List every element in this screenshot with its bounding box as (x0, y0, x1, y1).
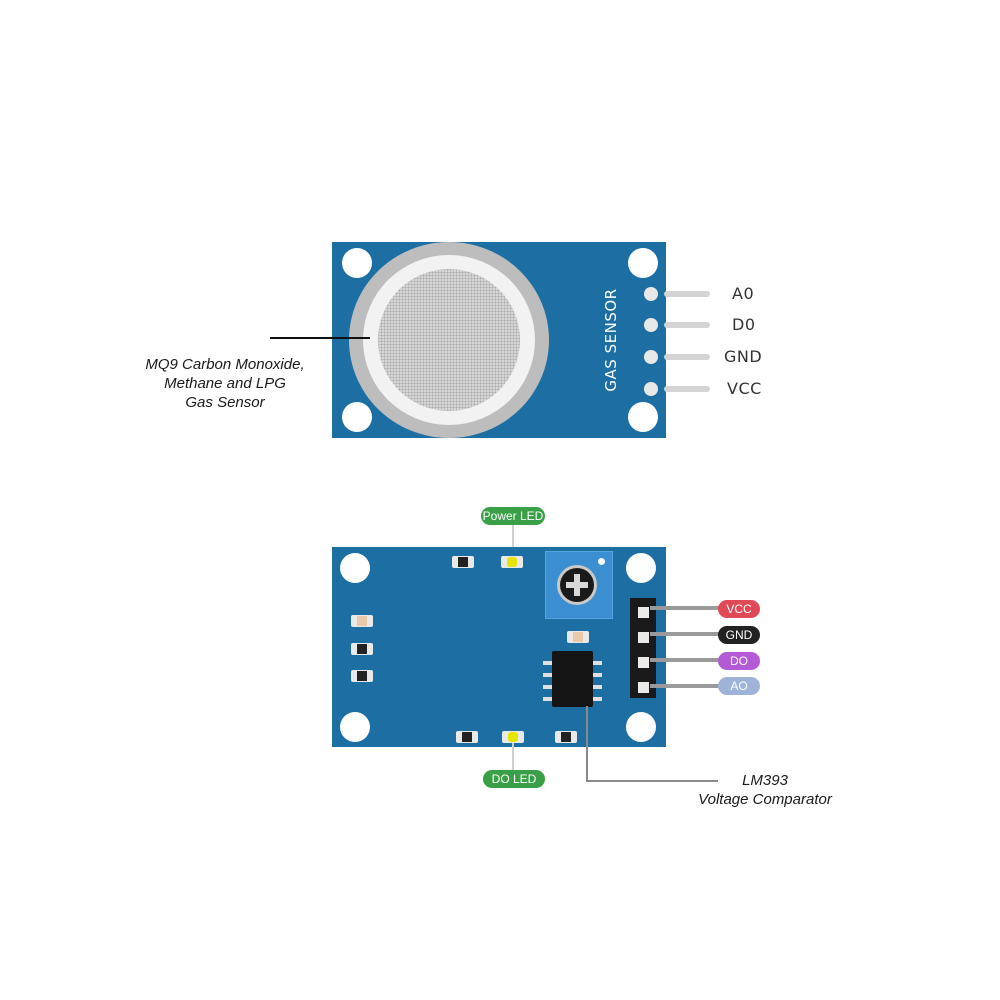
mounting-hole (342, 248, 372, 278)
pin-gnd-lead (650, 632, 722, 636)
power-led (501, 556, 523, 568)
header-pin (638, 682, 649, 693)
chip-callout-text: LM393 Voltage Comparator (690, 771, 840, 809)
potentiometer-slot-v (574, 574, 580, 596)
chip-pin (543, 685, 552, 689)
mounting-hole (342, 402, 372, 432)
pin-do-tag: DO (718, 652, 760, 670)
mounting-hole (340, 553, 370, 583)
sensor-can (349, 242, 549, 438)
smd-capacitor (351, 615, 373, 627)
mounting-hole (626, 712, 656, 742)
power-led-leader (512, 525, 514, 557)
pin-gnd-tag: GND (718, 626, 760, 644)
pin-ao-lead (650, 684, 722, 688)
header-pin (638, 632, 649, 643)
pin-vcc (644, 382, 658, 396)
smd-resistor (351, 643, 373, 655)
pin-header (630, 598, 656, 698)
chip-pin (543, 697, 552, 701)
mounting-hole (628, 402, 658, 432)
header-pin (638, 607, 649, 618)
sensor-callout-line-1: MQ9 Carbon Monoxide, (145, 356, 305, 373)
lm393-chip (552, 651, 593, 707)
pin-gnd-lead (664, 354, 710, 360)
pin-do-lead (650, 658, 722, 662)
sensor-callout-line-3: Gas Sensor (185, 394, 265, 411)
smd-resistor (452, 556, 474, 568)
potentiometer-corner-dot (598, 558, 605, 565)
pin-d0-label: D0 (732, 315, 756, 334)
pin-d0-lead (664, 322, 710, 328)
gas-sensor-board-back (332, 547, 666, 747)
chip-callout-horizontal (586, 780, 718, 782)
sensor-can-inner-ring (363, 255, 535, 425)
pin-gnd-label: GND (724, 347, 763, 366)
mounting-hole (626, 553, 656, 583)
sensor-callout-line-2: Methane and LPG (164, 375, 286, 392)
chip-callout-line-2: Voltage Comparator (698, 791, 832, 808)
chip-pin (543, 673, 552, 677)
pin-vcc-tag: VCC (718, 600, 760, 618)
pin-vcc-label: VCC (727, 379, 762, 398)
mounting-hole (628, 248, 658, 278)
chip-pin (593, 661, 602, 665)
do-led-leader (512, 743, 514, 771)
pin-vcc-lead (650, 606, 722, 610)
smd-resistor (555, 731, 577, 743)
pin-d0 (644, 318, 658, 332)
chip-pin (593, 685, 602, 689)
potentiometer (545, 551, 613, 619)
smd-capacitor (567, 631, 589, 643)
pin-a0 (644, 287, 658, 301)
smd-resistor (456, 731, 478, 743)
chip-pin (543, 661, 552, 665)
do-led-label: DO LED (483, 770, 545, 788)
header-pin (638, 657, 649, 668)
chip-pin (593, 697, 602, 701)
potentiometer-knob (560, 568, 594, 602)
board-silkscreen-label: GAS SENSOR (602, 288, 620, 392)
sensor-mesh (378, 269, 520, 411)
chip-callout-vertical (586, 706, 588, 781)
power-led-label: Power LED (481, 507, 545, 525)
pin-a0-label: A0 (732, 284, 755, 303)
mounting-hole (340, 712, 370, 742)
chip-callout-line-1: LM393 (742, 772, 788, 789)
pin-vcc-lead (664, 386, 710, 392)
smd-resistor (351, 670, 373, 682)
sensor-callout-line (270, 337, 370, 339)
sensor-callout-text: MQ9 Carbon Monoxide, Methane and LPG Gas… (130, 355, 320, 412)
do-led (502, 731, 524, 743)
pin-a0-lead (664, 291, 710, 297)
gas-sensor-board-front: GAS SENSOR (332, 242, 666, 438)
pin-gnd (644, 350, 658, 364)
pin-ao-tag: AO (718, 677, 760, 695)
chip-pin (593, 673, 602, 677)
